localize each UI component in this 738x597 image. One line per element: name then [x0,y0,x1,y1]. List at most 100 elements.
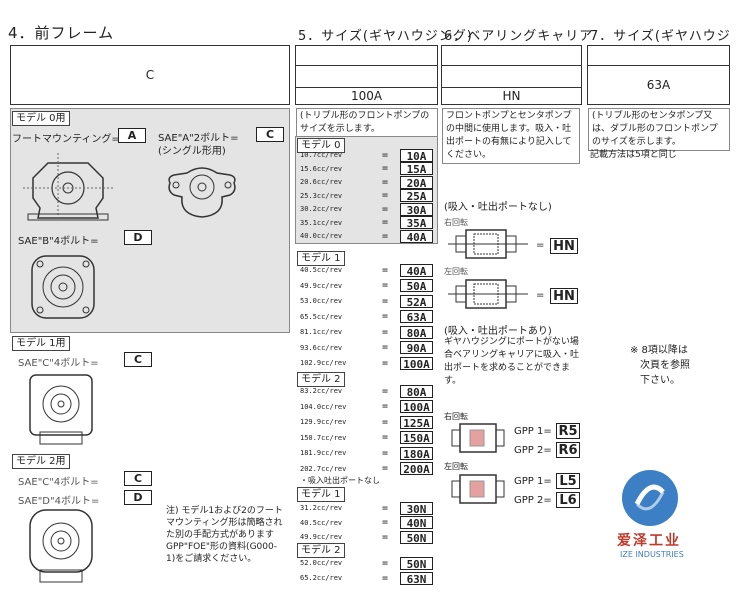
foot-mount-drawing [23,153,113,221]
model0-label: モデル 0用 [12,111,70,126]
displacement-value: 31.2cc/rev [300,504,343,512]
displacement-value: 104.0cc/rev [300,402,347,411]
equals-sign: = [382,463,389,474]
hn-left-code: HN [550,288,578,304]
size-code-value: 80A [400,325,433,340]
with-port-description: ギヤハウジングにポートがない場合ベアリングキャリアに吸入・吐出ポートを求めること… [444,337,580,386]
size-code-value: 100A [400,400,433,414]
size-row: 93.6cc/rev=90A [300,341,436,355]
size-code-value: 125A [400,415,433,430]
size-description: (トリプル形のフロントポンプのサイズを示します。 [296,108,438,138]
size-row: 150.7cc/rev=150A [300,431,436,445]
size-code-value: 30A [400,202,433,217]
model1-label: モデル 1用 [12,336,70,351]
no-port-title: (吸入・吐出ポートなし) [444,202,552,213]
sae-a-2bolt-drawing [168,167,236,218]
equals-sign: = [382,432,389,443]
size-model1b-label: モデル 1 [297,487,345,502]
size-code-value: 50N [400,556,433,571]
displacement-value: 40.0cc/rev [300,232,343,240]
equals-sign: = [382,203,389,215]
size-code-value: 200A [400,462,433,476]
displacement-value: 49.9cc/rev [300,533,343,541]
with-port-title: (吸入・吐出ポートあり) [444,326,552,337]
size-code-value: 35A [400,216,433,230]
equals-sign: = [382,311,389,322]
next-page-note-1: ※ 8項以降は [630,345,688,356]
size-row: 65.2cc/rev=63N [300,571,436,586]
equals-sign: = [382,163,389,174]
size-row: 40.0cc/rev=40A [300,229,436,244]
size-code-value: 25A [400,189,433,203]
size2-description: (トリプル形のセンタポンプ又は、ダブル形のフロントポンプのサイズを示します。 [588,108,730,151]
section-title-front-frame: 4．前フレーム [8,24,115,42]
size-model2b-label: モデル 2 [297,543,345,558]
size-row: 25.3cc/rev=25A [300,189,436,203]
equals-sign: = [382,447,389,459]
size-code-value: 80A [400,384,433,399]
size-row: 53.0cc/rev = 52A [300,294,436,309]
sae-c-4bolt-drawing [29,374,93,445]
r6-code: R6 [556,442,580,458]
section-title-size: 5．サイズ(ギヤハウジング) [298,29,473,44]
displacement-value: 93.6cc/rev [300,343,343,352]
displacement-value: 49.9cc/rev [300,281,343,290]
size-row: 181.9cc/rev=180A [300,446,436,461]
size-row: 35.1cc/rev=35A [300,216,436,230]
equals-sign: = [382,295,389,307]
displacement-value: 83.2cc/rev [300,387,343,395]
size-code-value: 150A [400,431,433,445]
size-row: 40.5cc/rev=40N [300,516,436,530]
foot-mount-label: フートマウンティング= [12,134,120,145]
size2-code: 63A [646,78,671,92]
size-row: 40.5cc/rev=40A [300,263,436,278]
size-code-value: 50N [400,530,433,545]
displacement-value: 35.1cc/rev [300,218,343,227]
right-rotation-label-2: 右回転 [444,412,468,421]
displacement-value: 30.2cc/rev [300,205,343,213]
displacement-value: 129.9cc/rev [300,418,347,426]
size-code-value: 30N [400,501,433,516]
gpp1-right-label: GPP 1= [514,426,552,437]
displacement-value: 81.1cc/rev [300,328,343,336]
size-code-value: 52A [400,294,433,309]
sae-a2-label: SAE"A"2ボルト= [158,133,239,144]
bearing-code-box: HN [441,45,582,105]
next-page-note-3: 下さい。 [640,375,680,386]
size-model2-label: モデル 2 [297,372,345,387]
equals-sign: = [382,531,389,543]
equals-sign: = [382,176,389,188]
front-frame-code-box: C [10,45,290,105]
size2-description-2: 記載方法は5項と同じ [590,150,677,160]
equals-sign: = [382,401,389,412]
foot-mount-code: A [118,128,146,143]
left-rotation-label-2: 左回転 [444,462,468,471]
size-model0-label: モデル 0 [297,138,345,153]
size-row: 49.9cc/rev = 50N [300,530,436,545]
sae-c4-label: SAE"C"4ボルト= [18,358,99,369]
displacement-value: 53.0cc/rev [300,297,343,305]
size-code-value: 20A [400,175,433,190]
size-code-value: 40A [400,229,433,244]
logo-chinese-text: 爱泽工业 [617,533,681,549]
equals-sign: = [382,517,389,528]
bearing-code: HN [502,89,521,103]
displacement-value: 20.6cc/rev [300,178,343,186]
bearing-description: フロントポンプとセンタポンプの中間に使用します。吸入・吐出ポートの有無により記入… [442,108,580,164]
size-row: 49.9cc/rev=50A [300,279,436,293]
displacement-value: 10.7cc/rev [300,151,343,159]
hn-right-code: HN [550,238,578,254]
gpp2-right-label: GPP 2= [514,445,552,456]
col4-note: 注) モデル1および2のフートマウンティング形は簡略された別の手配方式があります… [166,506,283,564]
displacement-value: 102.9cc/rev [300,359,347,367]
sae-d-4bolt-drawing [29,509,93,583]
size-row: 10.7cc/rev=10A [300,148,436,163]
displacement-value: 40.5cc/rev [300,266,343,274]
equals-sign: = [382,149,389,161]
equals-sign: = [382,280,389,291]
size-code-value: 63A [400,310,433,324]
port-left-drawing [451,474,505,504]
size-row: 102.9cc/rev=100A [300,356,436,371]
displacement-value: 202.7cc/rev [300,464,347,473]
displacement-value: 65.2cc/rev [300,574,343,582]
